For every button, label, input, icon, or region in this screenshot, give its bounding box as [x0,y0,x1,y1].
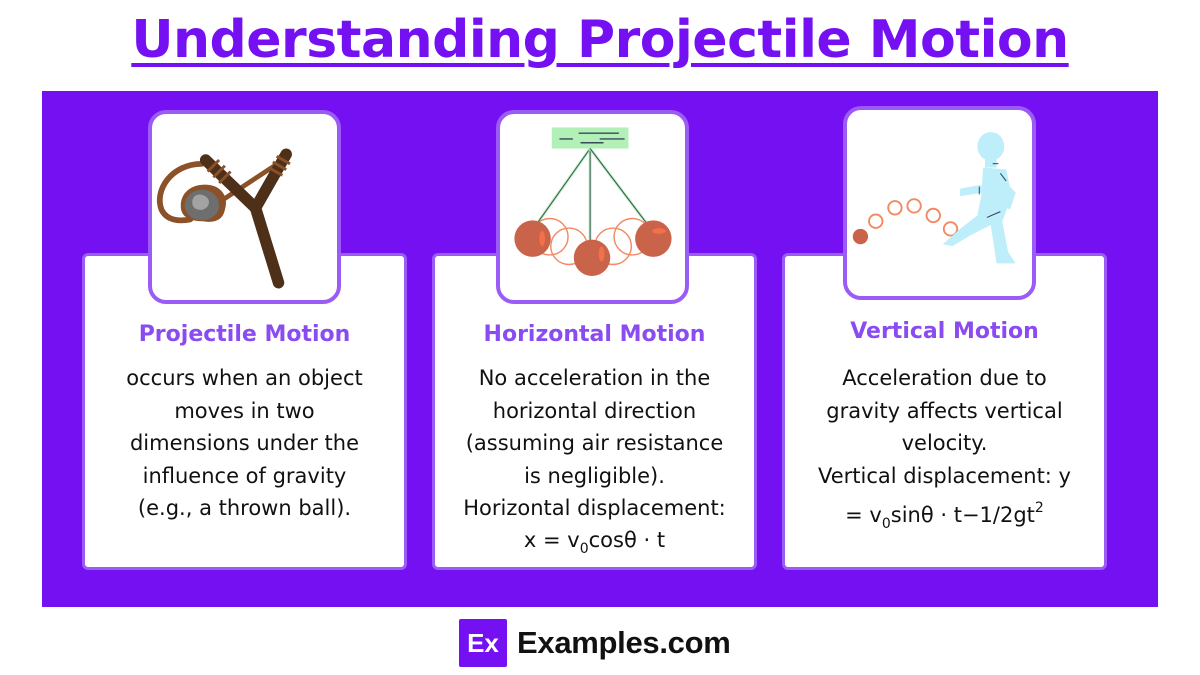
formula-prefix: x = v [523,528,580,552]
card-vertical-motion: Vertical Motion Acceleration due to grav… [782,253,1107,570]
formula-superscript: 2 [1034,500,1044,516]
logo-badge: Ex [459,619,507,667]
formula-prefix: = v [845,503,882,527]
pendulum-icon [514,127,672,277]
formula-subscript: 0 [881,516,891,532]
card-heading: Horizontal Motion [483,322,706,347]
slingshot-icon [157,148,292,289]
pendulum-image-box [496,110,689,304]
page-title: Understanding Projectile Motion [131,10,1069,70]
card-heading: Vertical Motion [850,319,1039,344]
slingshot-image-box [148,110,341,304]
horizontal-formula: x = v0cosθ · t [445,524,744,566]
card-heading: Projectile Motion [138,322,351,347]
card-projectile-motion: Projectile Motion occurs when an object … [82,253,407,570]
formula-suffix: cosθ · t [588,528,666,552]
vertical-formula: = v0sinθ · t−1/2gt2 [795,492,1094,541]
card-description: occurs when an object moves in two dimen… [126,366,363,520]
footer-logo[interactable]: Ex Examples.com [459,619,731,667]
kicked-ball-image-box [843,106,1036,300]
card-description: Acceleration due to gravity affects vert… [818,366,1071,488]
formula-suffix: sinθ · t−1/2gt [890,503,1035,527]
logo-text: Examples.com [517,625,731,660]
card-description: No acceleration in the horizontal direct… [463,366,726,520]
card-horizontal-motion: Horizontal Motion No acceleration in the… [432,253,757,570]
formula-subscript: 0 [579,541,589,557]
kicked-ball-icon [852,132,1016,264]
